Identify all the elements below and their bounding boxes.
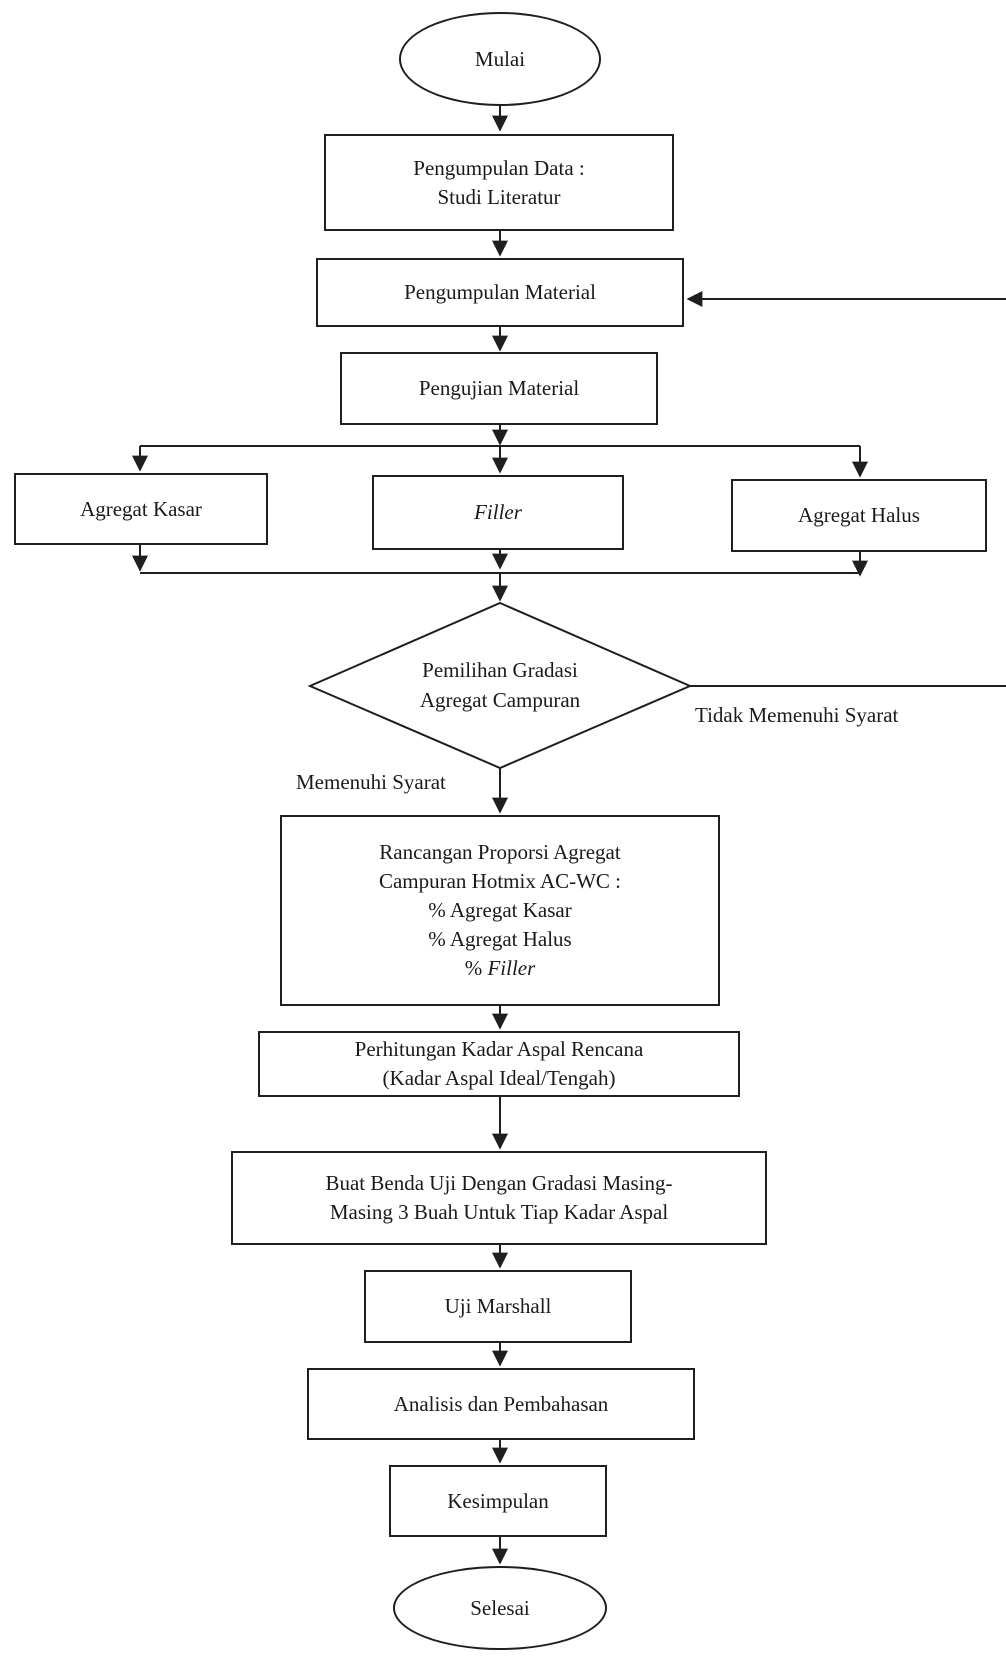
filler-label: Filler (474, 500, 522, 524)
marshall-test-box: Uji Marshall (364, 1270, 632, 1343)
pass-label: Memenuhi Syarat (296, 770, 446, 794)
proportion-line1: Rancangan Proporsi Agregat (379, 840, 621, 864)
marshall-test-label: Uji Marshall (444, 1294, 552, 1318)
start-terminal: Mulai (399, 12, 601, 106)
specimens-line1: Buat Benda Uji Dengan Gradasi Masing- (325, 1171, 673, 1195)
conclusion-box: Kesimpulan (389, 1465, 607, 1537)
fine-aggregate-label: Agregat Halus (798, 503, 920, 527)
analysis-box: Analisis dan Pembahasan (307, 1368, 695, 1440)
data-collection-box: Pengumpulan Data : Studi Literatur (324, 134, 674, 231)
proportion-line2: Campuran Hotmix AC-WC : (378, 869, 622, 893)
end-label: Selesai (470, 1595, 530, 1620)
data-collection-line1: Pengumpulan Data : (413, 155, 585, 180)
gradation-decision-line2: Agregat Campuran (419, 688, 581, 712)
proportion-line3: % Agregat Kasar (428, 898, 572, 922)
proportion-line5: % Filler (465, 954, 536, 983)
proportion-line5-filler: Filler (487, 956, 536, 980)
analysis-label: Analisis dan Pembahasan (393, 1391, 609, 1416)
fine-aggregate-box: Agregat Halus (731, 479, 987, 552)
asphalt-calc-line1: Perhitungan Kadar Aspal Rencana (354, 1037, 644, 1061)
filler-box: Filler (372, 475, 624, 550)
asphalt-calc-box: Perhitungan Kadar Aspal Rencana (Kadar A… (258, 1031, 740, 1097)
fail-label: Tidak Memenuhi Syarat (695, 703, 899, 727)
material-testing-label: Pengujian Material (418, 376, 580, 400)
material-collection-box: Pengumpulan Material (316, 258, 684, 327)
proportion-line4: % Agregat Halus (428, 927, 572, 951)
material-testing-box: Pengujian Material (340, 352, 658, 425)
asphalt-calc-line2: (Kadar Aspal Ideal/Tengah) (382, 1066, 616, 1090)
coarse-aggregate-box: Agregat Kasar (14, 473, 268, 545)
conclusion-label: Kesimpulan (447, 1488, 549, 1513)
specimens-box: Buat Benda Uji Dengan Gradasi Masing- Ma… (231, 1151, 767, 1245)
material-collection-label: Pengumpulan Material (404, 280, 596, 304)
gradation-decision-text: Pemilihan Gradasi Agregat Campuran (360, 655, 640, 715)
gradation-decision-line1: Pemilihan Gradasi (422, 658, 578, 682)
data-collection-line2: Studi Literatur (437, 184, 561, 209)
coarse-aggregate-label: Agregat Kasar (80, 496, 202, 521)
start-label: Mulai (474, 46, 526, 71)
proportion-line5-prefix: % (464, 956, 488, 980)
specimens-line2: Masing 3 Buah Untuk Tiap Kadar Aspal (329, 1200, 669, 1224)
end-terminal: Selesai (393, 1566, 607, 1650)
proportion-design-box: Rancangan Proporsi Agregat Campuran Hotm… (280, 815, 720, 1006)
